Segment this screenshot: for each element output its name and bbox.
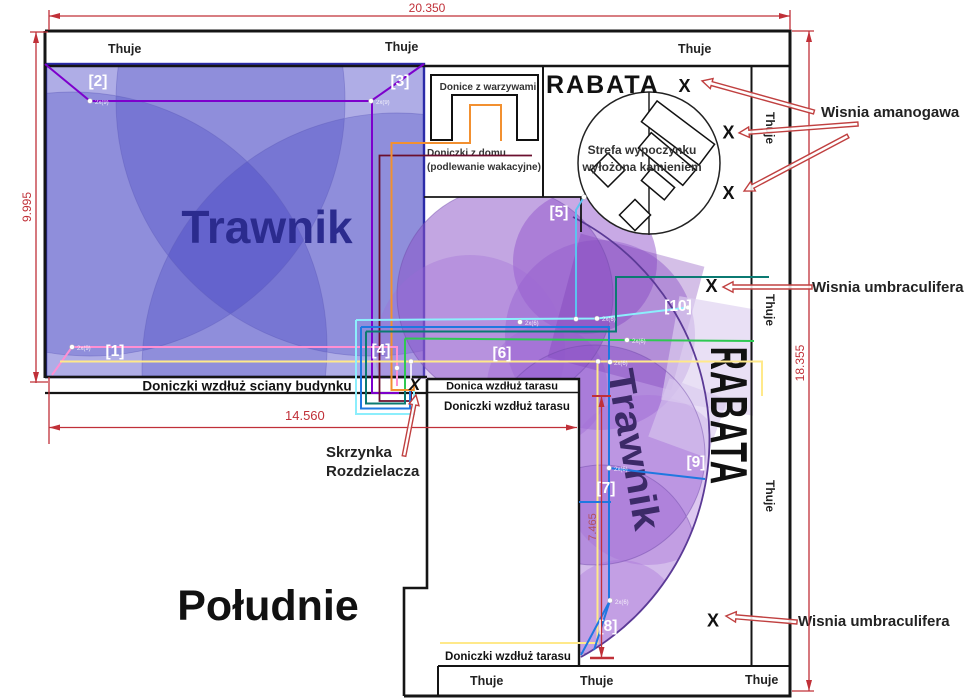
svg-text:Thuje: Thuje [580, 674, 613, 688]
svg-text:2x(6): 2x(6) [602, 317, 616, 323]
svg-text:Wisnia amanogawa: Wisnia amanogawa [821, 104, 960, 121]
svg-text:Trawnik: Trawnik [181, 201, 353, 253]
svg-text:X: X [678, 76, 690, 96]
svg-text:[4]: [4] [372, 342, 391, 359]
svg-text:2x(9): 2x(9) [95, 100, 109, 106]
svg-text:RABATA: RABATA [546, 71, 660, 99]
svg-text:Thuje: Thuje [763, 480, 777, 512]
svg-text:2x(6): 2x(6) [614, 467, 628, 473]
svg-text:X: X [408, 375, 422, 394]
svg-text:Doniczki wzdłuż tarasu: Doniczki wzdłuż tarasu [445, 651, 571, 663]
svg-text:Thuje: Thuje [763, 294, 777, 326]
svg-text:2x(6): 2x(6) [525, 321, 539, 327]
svg-text:Donica wzdłuż tarasu: Donica wzdłuż tarasu [446, 381, 558, 393]
svg-text:Thuje: Thuje [678, 42, 711, 56]
svg-text:[7]: [7] [597, 480, 616, 497]
svg-text:2x(6): 2x(6) [614, 361, 628, 367]
svg-text:[9]: [9] [687, 454, 706, 471]
svg-text:[10]: [10] [664, 298, 692, 315]
svg-text:2x(6): 2x(6) [632, 339, 646, 345]
svg-text:2x(9): 2x(9) [376, 100, 390, 106]
svg-text:Doniczki wzdłuż tarasu: Doniczki wzdłuż tarasu [444, 401, 570, 413]
svg-text:Doniczki z domu: Doniczki z domu [427, 148, 506, 159]
svg-text:2x(9): 2x(9) [77, 346, 91, 352]
svg-text:2x(6): 2x(6) [615, 600, 629, 606]
svg-text:(podlewanie wakacyjne): (podlewanie wakacyjne) [427, 162, 541, 173]
svg-text:Doniczki wzdłuż sciany budynku: Doniczki wzdłuż sciany budynku [142, 379, 351, 394]
svg-text:Thuje: Thuje [745, 673, 778, 687]
svg-text:20.350: 20.350 [409, 1, 446, 15]
svg-text:Donice z warzywami: Donice z warzywami [440, 82, 537, 93]
svg-text:X: X [705, 276, 717, 296]
svg-text:[1]: [1] [106, 343, 125, 360]
svg-text:Thuje: Thuje [108, 42, 141, 56]
svg-text:Skrzynka: Skrzynka [326, 444, 393, 461]
svg-text:Wisnia umbraculifera: Wisnia umbraculifera [812, 279, 964, 296]
svg-text:9.995: 9.995 [20, 192, 34, 222]
svg-text:X: X [707, 611, 719, 631]
svg-text:14.560: 14.560 [285, 408, 325, 423]
svg-text:[5]: [5] [550, 204, 569, 221]
svg-text:[2]: [2] [89, 73, 108, 90]
svg-text:Thuje: Thuje [385, 40, 418, 54]
svg-text:[8]: [8] [599, 618, 618, 635]
svg-text:RABATA: RABATA [699, 347, 757, 486]
svg-text:Wisnia umbraculifera: Wisnia umbraculifera [798, 613, 950, 630]
svg-text:Thuje: Thuje [470, 674, 503, 688]
svg-text:wyłożona kamieniem: wyłożona kamieniem [581, 160, 701, 174]
svg-text:Strefa wypoczynku: Strefa wypoczynku [588, 143, 697, 157]
svg-text:[6]: [6] [493, 345, 512, 362]
svg-text:X: X [722, 183, 734, 203]
svg-text:7.465: 7.465 [587, 513, 599, 541]
svg-text:18.355: 18.355 [793, 344, 807, 381]
svg-text:X: X [722, 123, 734, 143]
svg-text:Południe: Południe [177, 582, 359, 630]
svg-text:[3]: [3] [391, 73, 410, 90]
svg-text:Rozdzielacza: Rozdzielacza [326, 463, 420, 480]
